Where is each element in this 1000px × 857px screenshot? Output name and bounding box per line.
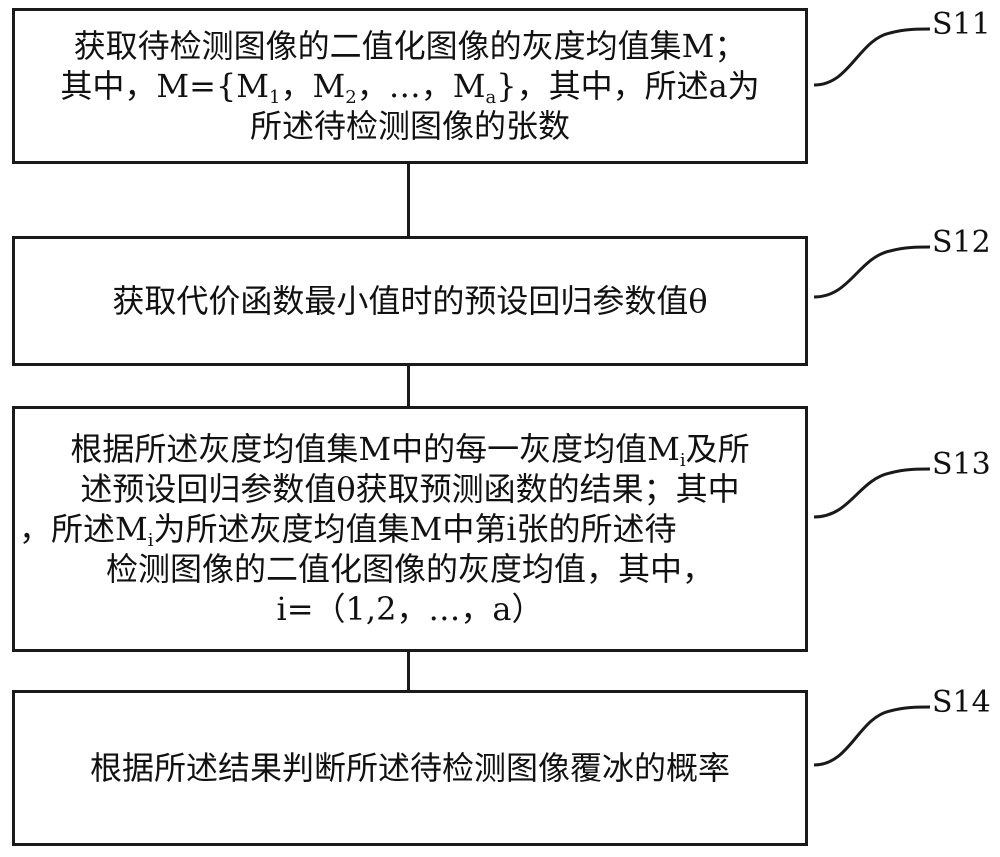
step-s13-line: 检测图像的二值化图像的灰度均值，其中，: [106, 549, 714, 589]
text-segment: ，所述M: [19, 510, 148, 548]
step-s13-line: 根据所述灰度均值集M中的每一灰度均值Mi及所: [70, 429, 750, 471]
text-segment: i=（1,2，…，a）: [276, 590, 544, 628]
text-segment: }，其中，所述a为: [496, 67, 760, 105]
subscript: 1: [269, 87, 281, 108]
subscript: a: [485, 87, 497, 108]
connector-s12-s13: [407, 366, 410, 406]
leader-s12: [813, 245, 931, 299]
text-segment: 获取代价函数最小值时的预设回归参数值θ: [112, 282, 708, 320]
step-box-s14: 根据所述结果判断所述待检测图像覆冰的概率: [12, 690, 808, 846]
text-segment: 其中，M={M: [60, 67, 270, 105]
text-segment: ，M: [280, 67, 346, 105]
text-segment: 获取待检测图像的二值化图像的灰度均值集M；: [73, 27, 747, 65]
leader-s14: [813, 705, 931, 767]
step-s13-line: i=（1,2，…，a）: [276, 589, 543, 629]
step-box-s13: 根据所述灰度均值集M中的每一灰度均值Mi及所述预设回归参数值θ获取预测函数的结果…: [12, 406, 808, 652]
subscript: i: [147, 530, 154, 551]
subscript: 2: [345, 87, 357, 108]
text-segment: 为所述灰度均值集M中第i张的所述待: [153, 510, 677, 548]
step-id-s13: S13: [932, 447, 991, 482]
step-id-s14: S14: [932, 685, 991, 720]
text-segment: 述预设回归参数值θ获取预测函数的结果；其中: [80, 470, 740, 508]
step-s14-line: 根据所述结果判断所述待检测图像覆冰的概率: [90, 748, 730, 788]
leader-s11: [813, 27, 931, 87]
step-id-s12: S12: [932, 225, 991, 260]
step-box-s11: 获取待检测图像的二值化图像的灰度均值集M；其中，M={M1，M2，…，Ma}，其…: [12, 8, 808, 164]
subscript: i: [679, 450, 686, 471]
text-segment: 检测图像的二值化图像的灰度均值，其中，: [105, 550, 714, 588]
connector-s11-s12: [407, 164, 410, 236]
text-segment: 所述待检测图像的张数: [249, 107, 570, 145]
step-box-s12: 获取代价函数最小值时的预设回归参数值θ: [12, 236, 808, 366]
text-segment: 根据所述结果判断所述待检测图像覆冰的概率: [89, 749, 730, 787]
text-segment: 及所: [685, 430, 750, 468]
leader-s13: [813, 467, 931, 519]
step-s12-line: 获取代价函数最小值时的预设回归参数值θ: [112, 281, 707, 321]
step-s13-line: ，所述Mi为所述灰度均值集M中第i张的所述待: [15, 509, 677, 551]
step-s11-line: 其中，M={M1，M2，…，Ma}，其中，所述a为: [60, 66, 760, 108]
step-s11-line: 所述待检测图像的张数: [250, 106, 570, 146]
step-id-s11: S11: [932, 7, 991, 42]
step-s13-line: 述预设回归参数值θ获取预测函数的结果；其中: [80, 469, 739, 509]
step-s11-line: 获取待检测图像的二值化图像的灰度均值集M；: [74, 26, 747, 66]
connector-s13-s14: [407, 652, 410, 690]
text-segment: ，…，M: [356, 67, 486, 105]
text-segment: 根据所述灰度均值集M中的每一灰度均值M: [70, 430, 680, 468]
